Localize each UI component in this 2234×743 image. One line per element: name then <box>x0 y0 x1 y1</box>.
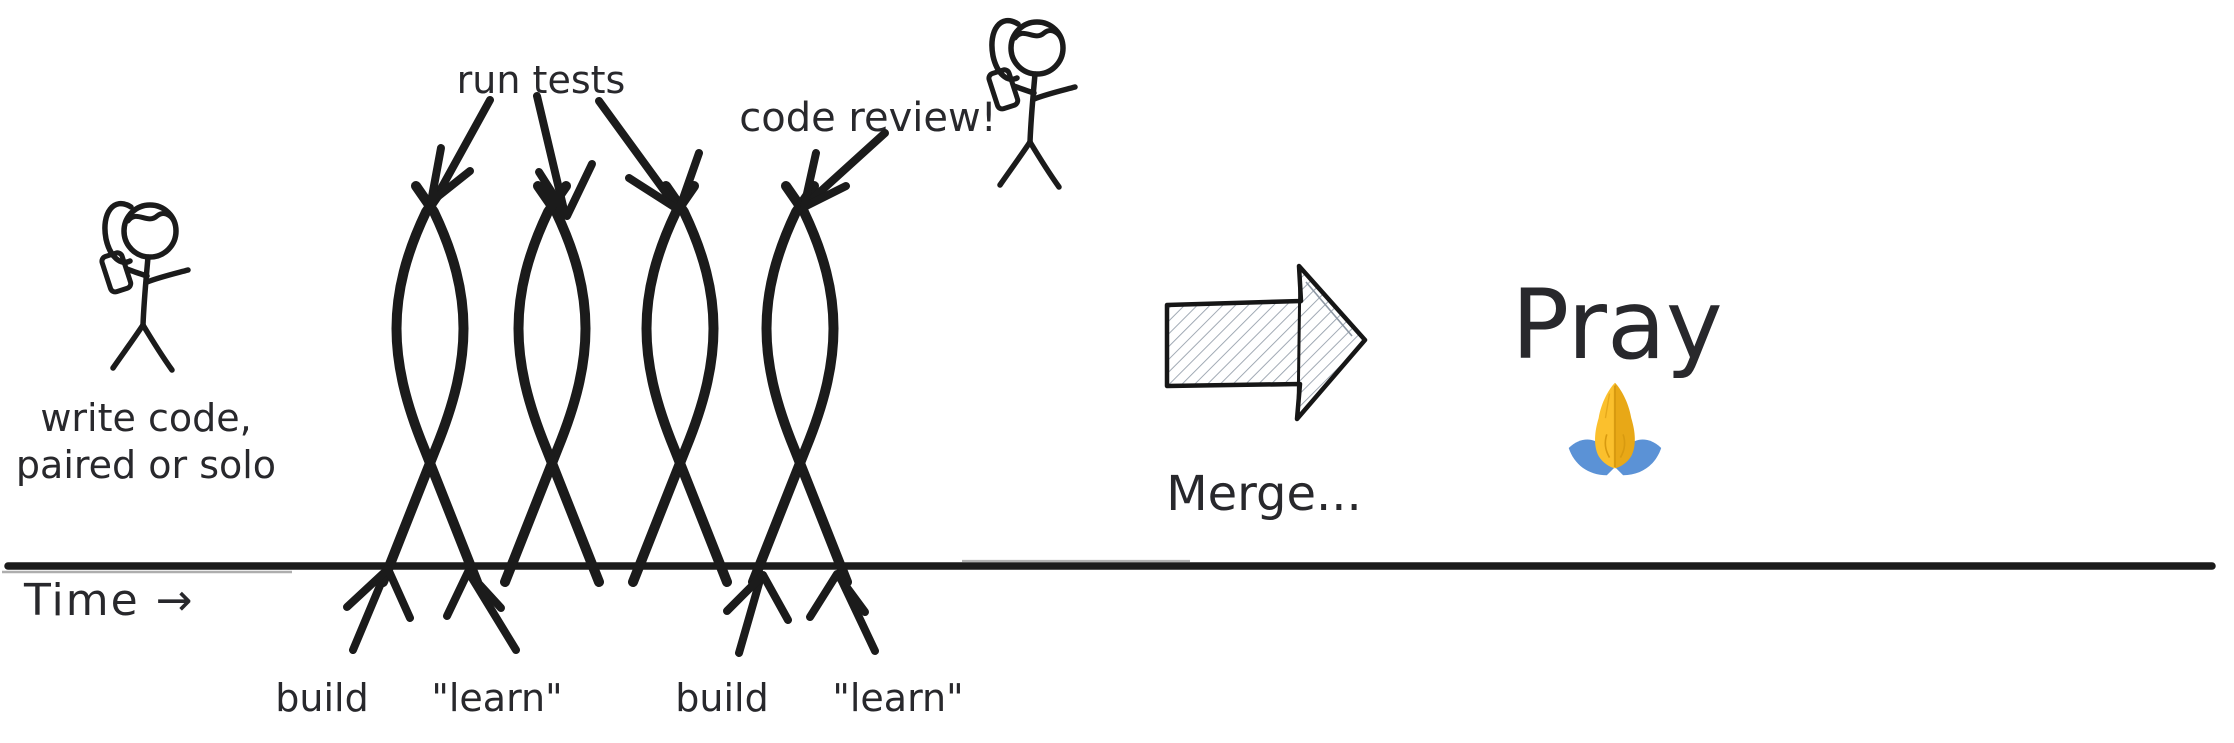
loop-3 <box>633 186 727 582</box>
run-tests-arrow-3 <box>595 97 703 214</box>
build-label-1: build <box>275 676 368 720</box>
reviewer-figure-right <box>988 21 1075 187</box>
pray-label: Pray <box>1511 269 1722 381</box>
run-tests-arrow-2 <box>533 92 596 220</box>
loop-1 <box>383 186 477 582</box>
developer-figure-left <box>101 204 188 370</box>
praying-hands-emoji <box>1568 382 1662 476</box>
code-review-label: code review! <box>739 95 997 141</box>
build-label-2: build <box>675 676 768 720</box>
run-tests-arrow-1 <box>427 96 494 206</box>
code-review-arrow <box>800 129 889 211</box>
loop-2 <box>505 186 599 582</box>
build-arrow-1 <box>343 565 414 654</box>
learn-arrow-1 <box>443 568 520 654</box>
write-code-caption-line2: paired or solo <box>16 443 276 487</box>
merge-label: Merge... <box>1166 466 1362 522</box>
learn-label-1: "learn" <box>431 676 562 720</box>
merge-arrow-icon <box>1164 263 1368 422</box>
learn-arrow-2 <box>806 570 879 655</box>
run-tests-label: run tests <box>457 58 626 102</box>
loop-4 <box>753 186 847 582</box>
time-axis-label: Time → <box>23 575 195 626</box>
learn-label-2: "learn" <box>832 676 963 720</box>
timeline <box>2 559 2216 574</box>
write-code-caption-line1: write code, <box>40 396 251 440</box>
build-arrow-2 <box>723 571 792 657</box>
